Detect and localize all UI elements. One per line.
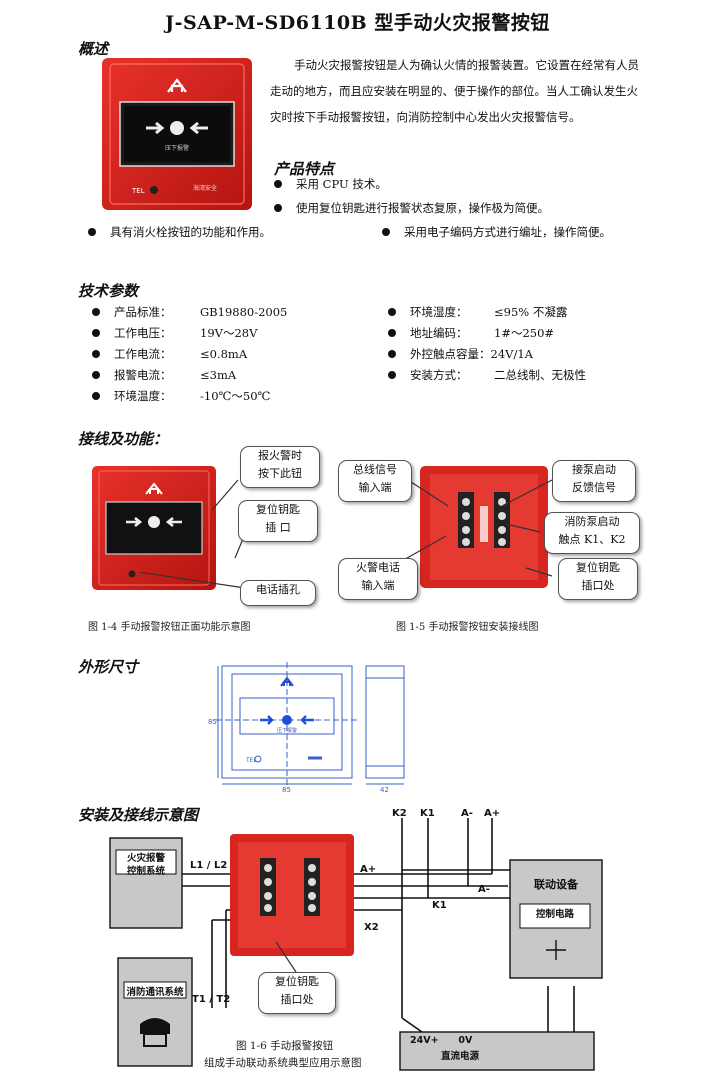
callout-phone-jack: 电话插孔 <box>240 580 316 606</box>
bullet-icon <box>382 228 390 236</box>
callout-bus-input: 总线信号 输入端 <box>338 460 412 502</box>
box-control-circuit: 控制电路 <box>535 909 574 920</box>
bullet-icon <box>92 392 100 400</box>
bullet-icon <box>388 371 396 379</box>
spec-item: 工作电流：≤0.8mA <box>92 344 247 364</box>
page-title: J-SAP-M-SD6110B 型手动火灾报警按钮 <box>165 12 550 34</box>
callout-pump-contact: 消防泵启动 触点 K1、K2 <box>544 512 640 554</box>
wire-aminus: A- <box>461 808 473 819</box>
dim-tel: TEL <box>245 757 257 764</box>
device-brand: 海湾安全 <box>193 184 217 192</box>
box-phone-system: 消防通讯系统 <box>126 987 184 998</box>
figure-caption: 图 1-5 手动报警按钮安装接线图 <box>396 622 539 633</box>
device-label: 压下报警 <box>165 144 189 152</box>
wire-t1t2: T1 / T2 <box>192 994 231 1005</box>
callout-pump-feedback: 接泵启动 反馈信号 <box>552 460 636 502</box>
dim-label: 压下报警 <box>277 727 297 734</box>
install-heading: 安装及接线示意图 <box>78 806 199 824</box>
box-power: 直流电源 <box>440 1051 479 1062</box>
bullet-icon <box>92 350 100 358</box>
box-power-terminals: 24V+ 0V <box>410 1035 473 1046</box>
callout-press-button: 报火警时 按下此钮 <box>240 446 320 488</box>
callout-reset-key: 复位钥匙 插 口 <box>238 500 318 542</box>
bullet-icon <box>388 308 396 316</box>
bullet-icon <box>92 371 100 379</box>
features-heading: 产品特点 <box>274 160 335 178</box>
callout-phone-input: 火警电话 输入端 <box>338 558 418 600</box>
spec-item: 地址编码：1#～250# <box>388 323 554 343</box>
feature-item: 采用 CPU 技术。 <box>274 174 387 194</box>
feature-item: 采用电子编码方式进行编址，操作简便。 <box>382 222 611 242</box>
overview-heading: 概述 <box>78 40 109 58</box>
wire-k1: K1 <box>420 808 435 819</box>
device-tel: TEL <box>131 187 145 195</box>
spec-item: 外控触点容量：24V/1A <box>388 344 533 364</box>
spec-item: 工作电压：19V～28V <box>92 323 257 343</box>
box-fire-alarm: 火灾报警 控制系统 <box>126 853 165 877</box>
install-wiring-diagram <box>109 818 603 1071</box>
feature-item: 具有消火栓按钮的功能和作用。 <box>88 222 271 242</box>
wiring-heading: 接线及功能： <box>78 430 169 448</box>
device-front-figure <box>92 466 216 590</box>
wire-aminus-terminal: A- <box>478 884 490 895</box>
wire-aplus-terminal: A+ <box>360 864 377 875</box>
device-back-figure <box>420 466 548 588</box>
figure-caption: 图 1-4 手动报警按钮正面功能示意图 <box>88 622 251 633</box>
box-linkage: 联动设备 <box>534 878 578 891</box>
dimensions-heading: 外形尺寸 <box>78 658 139 676</box>
callout-reset-key-install: 复位钥匙 插口处 <box>258 972 336 1014</box>
dim-width: 85 <box>282 786 291 794</box>
callout-pointers-back <box>399 479 553 577</box>
bullet-icon <box>274 180 282 188</box>
bullet-icon <box>92 308 100 316</box>
bullet-icon <box>92 329 100 337</box>
spec-item: 环境温度：-10℃～50℃ <box>92 386 270 406</box>
spec-item: 报警电流：≤3mA <box>92 365 236 385</box>
dimension-drawing: 压下报警 TEL 85 85 42 <box>208 662 428 794</box>
spec-item: 安装方式：二总线制、无极性 <box>388 365 586 385</box>
figure-caption: 图 1-6 手动报警按钮 <box>236 1040 334 1052</box>
wire-k1-terminal: K1 <box>432 900 447 911</box>
wire-k2: K2 <box>392 808 407 819</box>
wire-l1l2: L1 / L2 <box>190 860 228 871</box>
bullet-icon <box>388 329 396 337</box>
specs-heading: 技术参数 <box>78 282 139 300</box>
feature-item: 使用复位钥匙进行报警状态复原，操作极为简便。 <box>274 198 549 218</box>
dim-height: 85 <box>208 718 217 726</box>
wire-aplus: A+ <box>484 808 501 819</box>
device-front-photo: 压下报警 TEL 海湾安全 <box>102 58 252 210</box>
bullet-icon <box>274 204 282 212</box>
bullet-icon <box>388 350 396 358</box>
dim-depth: 42 <box>380 786 389 794</box>
overview-text: 手动火灾报警按钮是人为确认火情的报警装置。它设置在经常有人员走动的地方，而且应安… <box>270 58 639 124</box>
wire-x2: X2 <box>364 922 379 933</box>
spec-item: 产品标准：GB19880-2005 <box>92 302 287 322</box>
callout-reset-key-back: 复位钥匙 插口处 <box>558 558 638 600</box>
figure-caption: 组成手动联动系统典型应用示意图 <box>204 1057 362 1069</box>
bullet-icon <box>88 228 96 236</box>
spec-item: 环境湿度：≤95% 不凝露 <box>388 302 567 322</box>
